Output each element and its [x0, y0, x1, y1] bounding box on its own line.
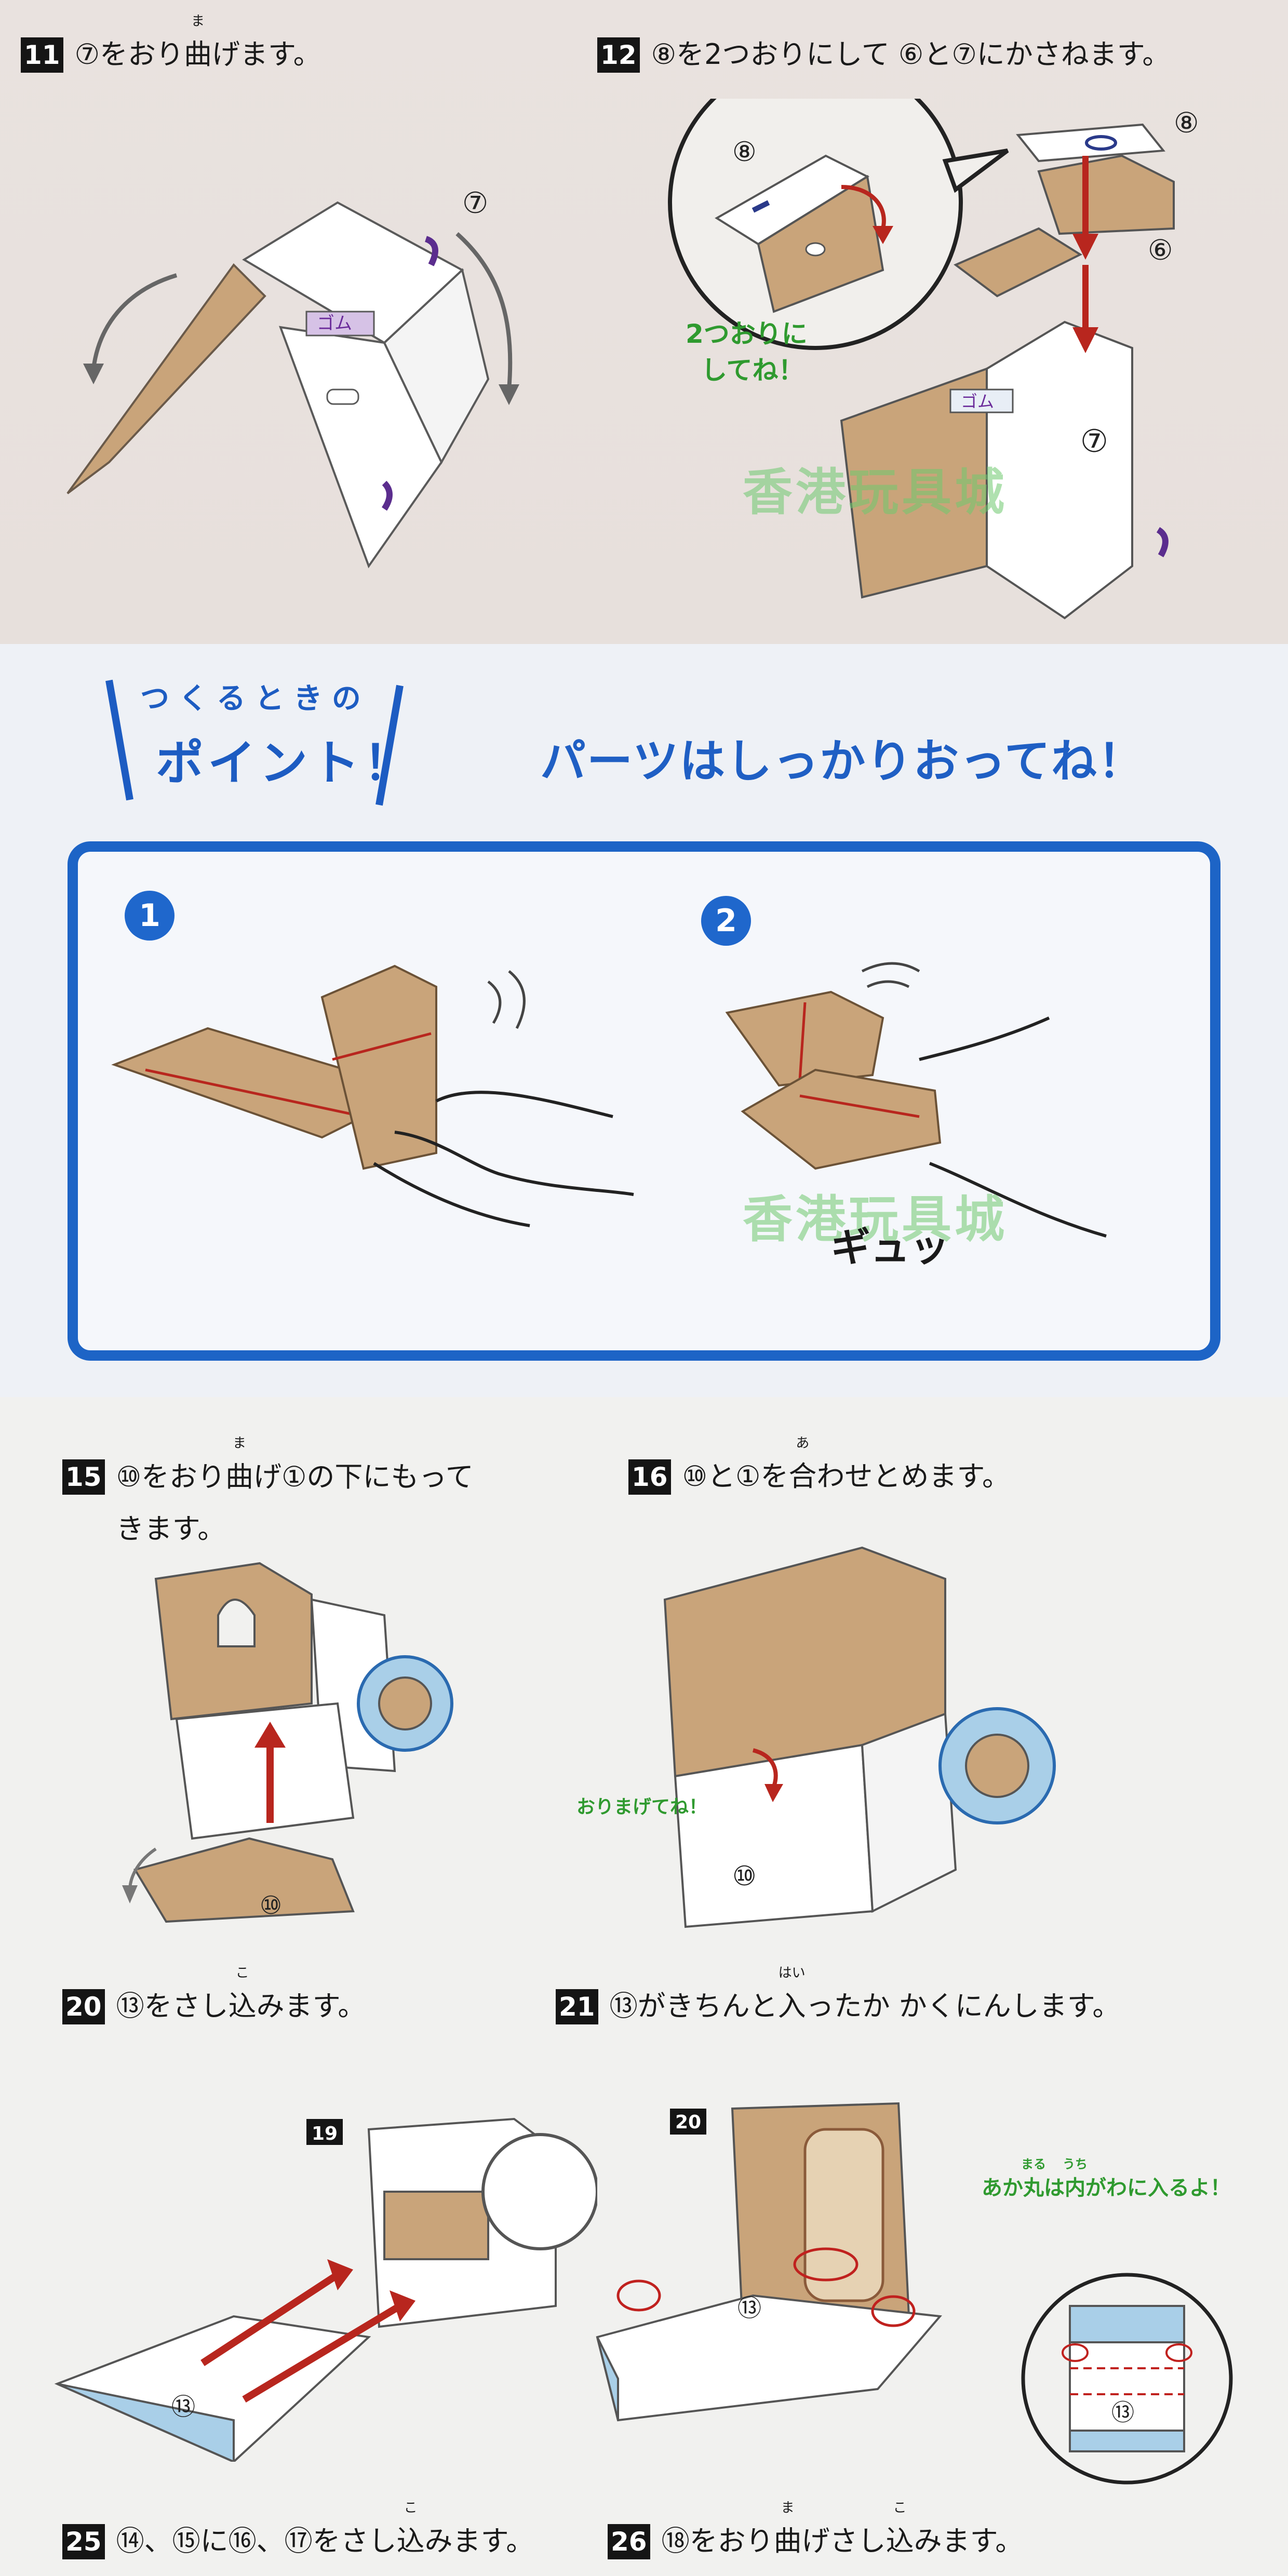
- step-number: 20: [62, 1989, 105, 2024]
- tip-2-illustration: [725, 962, 1107, 1238]
- step-21-illustration: 20 ⑬ ⑬: [596, 2102, 1233, 2485]
- step-number: 11: [21, 37, 63, 73]
- bubble-note-line1: 2つおりに: [686, 319, 808, 349]
- tip-1-illustration: [111, 964, 634, 1227]
- step-25: 25 ⑭、⑮に⑯、⑰をさしこ込みます。: [62, 2500, 534, 2567]
- tip-2-number: 2: [701, 896, 751, 946]
- tip-1-number: 1: [125, 891, 175, 941]
- step-number: 21: [556, 1989, 598, 2024]
- tag-20: 20: [675, 2112, 701, 2133]
- sound-word: ギュッ: [831, 1224, 949, 1270]
- tips-banner-line1: つくるときの: [140, 682, 370, 716]
- step-20: 20 ⑬をさしこ込みます。: [62, 1965, 366, 2032]
- step-21: 21 ⑬がきちんとはい入ったか かくにんします。: [556, 1965, 1120, 2032]
- step-15: 15 ⑩をおりま曲げ①の下にもってきます。: [62, 1435, 490, 1555]
- part-13-label: ⑬: [171, 2393, 195, 2421]
- step-number: 25: [62, 2524, 105, 2559]
- step-11-illustration: ゴム ⑦: [66, 186, 519, 569]
- step-16-illustration: ⑩: [663, 1546, 1056, 1928]
- tips-banner-frame: [105, 679, 404, 806]
- step-20-illustration: 19 ⑬: [54, 2117, 597, 2462]
- step-number: 12: [597, 37, 640, 73]
- part-10-label-2: ⑩: [732, 1861, 757, 1892]
- part-13-label-2: ⑬: [737, 2294, 761, 2322]
- step-text: ⑬がきちんとはい入ったか かくにんします。: [609, 1965, 1121, 2022]
- watermark: 香港玩具城: [743, 463, 1008, 521]
- step-12-illustration: ⑧ 2つおりに してね！ ゴム ⑧ ⑥ ⑦: [668, 99, 1199, 620]
- step-11: 11 ⑦をおりま曲げます。: [21, 14, 321, 80]
- step-text: ⑬をさしこ込みます。: [116, 1965, 366, 2022]
- rubber-label: ゴム: [317, 313, 352, 334]
- step-number: 16: [628, 1459, 671, 1495]
- step-16: 16 ⑩と①をあ合わせとめます。: [628, 1435, 1010, 1502]
- part-10-label: ⑩: [260, 1891, 282, 1920]
- step-text: ⑩と①をあ合わせとめます。: [682, 1435, 1011, 1493]
- step-text: ⑭、⑮に⑯、⑰をさしこ込みます。: [116, 2500, 534, 2557]
- tips-headline: パーツはしっかりおってね！: [540, 734, 1145, 788]
- step-text: ⑱をおりま曲げさしこ込みます。: [661, 2500, 1024, 2557]
- step-text: ⑧を2つおりにして ⑥と⑦にかさねます。: [651, 38, 1171, 71]
- part-7-label: ⑦: [462, 186, 488, 220]
- inside-note: あかまる丸はうち内がわに入るよ！: [982, 2157, 1231, 2200]
- bubble-note-line2: してね！: [701, 355, 804, 385]
- bubble-part-8-label: ⑧: [732, 137, 757, 168]
- part-8-label: ⑧: [1174, 106, 1199, 139]
- step-number: 26: [608, 2524, 650, 2559]
- part-6-label: ⑥: [1148, 234, 1173, 266]
- tips-banner-line2: ポイント！: [156, 735, 416, 791]
- step-15-illustration: ⑩: [122, 1562, 453, 1923]
- fold-note: おりまげてね！: [576, 1796, 708, 1818]
- step-26: 26 ⑱をおりま曲げさしこ込みます。: [608, 2500, 1023, 2567]
- zoom-part-13-label: ⑬: [1111, 2399, 1134, 2426]
- step-text: ⑦をおりま曲げます。: [74, 14, 321, 71]
- part-7-label: ⑦: [1080, 423, 1108, 460]
- step-text: ⑩をおりま曲げ①の下にもってきます。: [116, 1435, 474, 1545]
- step-number: 15: [62, 1459, 105, 1495]
- rubber-label-2: ゴム: [961, 392, 994, 411]
- step-12: 12 ⑧を2つおりにして ⑥と⑦にかさねます。: [597, 37, 1170, 80]
- tag-19: 19: [312, 2123, 338, 2144]
- watermark-2: 香港玩具城: [743, 1190, 1008, 1249]
